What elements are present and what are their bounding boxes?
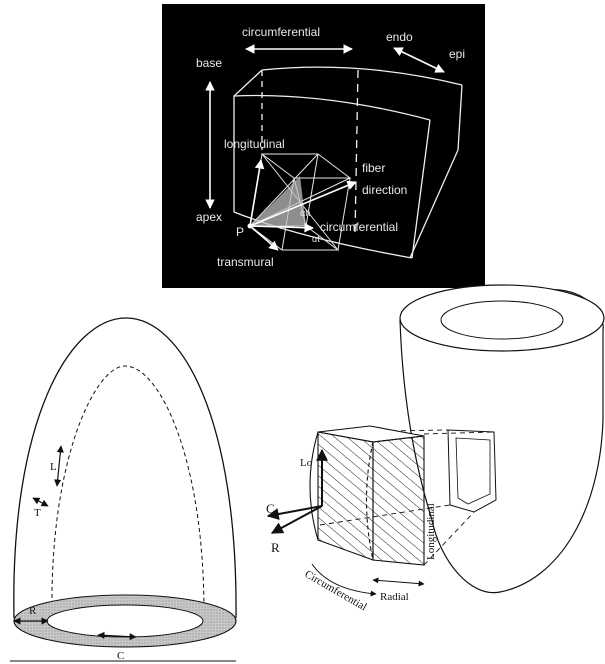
l-arrow [54,445,64,487]
inner-wall [51,365,205,613]
label-circumferential-top: circumferential [242,25,320,39]
label-longitudinal: longitudinal [224,137,285,151]
t-arrow [32,497,49,507]
excision-window [447,429,497,513]
circumferential-arrow [249,222,314,233]
label-circumferential: circumferential [320,220,398,234]
r-axis-arrow [270,505,323,534]
label-t: T [34,507,41,519]
label-c-axis: C [266,501,275,516]
excision-inner [455,437,491,505]
transmural-arrow [249,225,279,251]
label-longitudinal-rot: Longitudinal [425,503,437,560]
label-radial: Radial [380,591,409,603]
c-axis-arrow [266,505,323,520]
label-r: R [29,605,37,617]
orientation-arrows [205,44,445,251]
label-circumferential-rot: Circumferential [303,568,369,613]
c-arrow [97,631,137,641]
label-r-axis: R [271,540,280,555]
cavity-opening [46,604,204,638]
radial-arrow [372,577,425,587]
label-epi: epi [449,47,465,61]
label-transmural: transmural [217,255,274,269]
heart-rim-inner [440,300,564,340]
longitudinal-arrow [249,159,265,227]
myocardial-block [233,66,463,259]
label-c: C [117,650,124,662]
label-alpha-t: αt [312,234,320,244]
label-fiber: fiber [362,161,385,175]
circumferential-arrow-curve [311,563,377,597]
label-endo: endo [386,30,413,44]
fiber-plane [250,176,306,226]
outer-wall [13,317,237,619]
label-alpha-h: αh [300,208,310,218]
label-lo: Lo [300,457,313,469]
label-l: L [50,461,57,473]
ventricle-ellipsoid: L T R C [10,317,237,662]
label-apex: apex [196,210,222,224]
endo-epi-arrow [393,47,445,73]
point-p [247,223,253,229]
label-point-p: P [236,225,244,239]
label-base: base [196,56,222,70]
fiber-arrow [249,180,357,227]
label-direction: direction [362,183,407,197]
fiber-orientation-panel: circumferential endo epi base apex longi… [162,4,485,288]
tissue-block [309,425,425,566]
heart-block-diagram: Lo C R Longitudinal Circumferential Radi… [266,284,605,613]
